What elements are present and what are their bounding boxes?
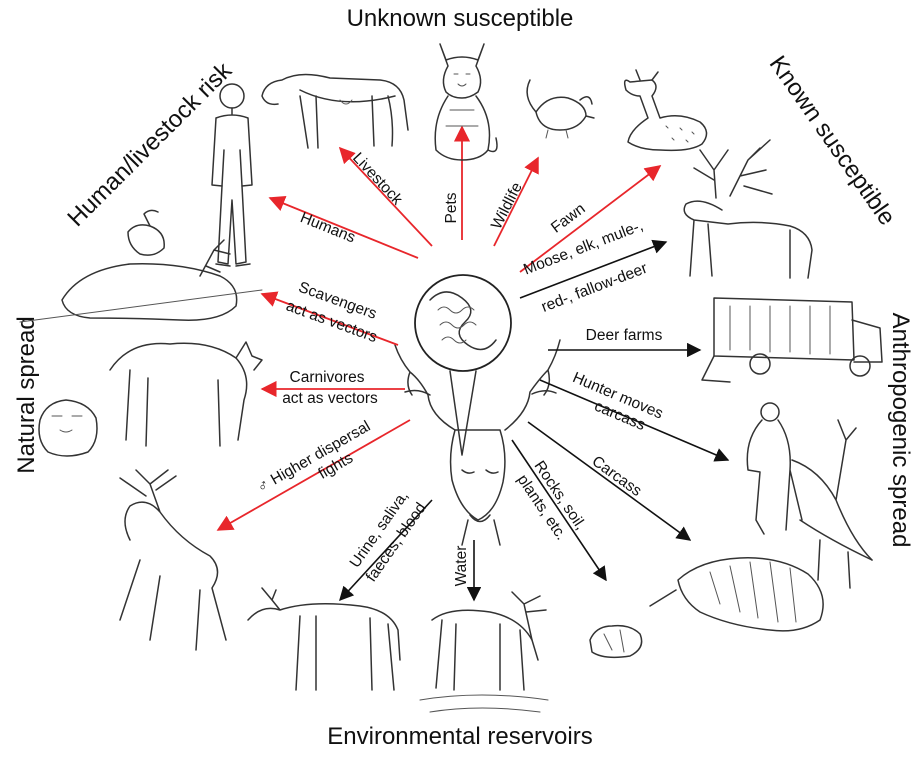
doe-icon [248, 588, 400, 690]
prion-icon [415, 275, 511, 455]
mouse-icon [527, 80, 594, 138]
cow-icon [262, 74, 408, 148]
label-pets: Pets [443, 192, 460, 223]
human-icon [212, 84, 252, 266]
elk-icon [684, 140, 812, 278]
title-human-livestock-risk: Human/livestock risk [62, 57, 237, 232]
trailer-icon [702, 298, 882, 382]
hunter-icon [747, 403, 872, 588]
drinking-deer-icon [420, 592, 548, 712]
scavenged-carcass-icon [20, 240, 262, 322]
label-carnivores-line2: act as vectors [282, 390, 378, 407]
label-fawn: Fawn [548, 200, 589, 236]
running-deer-icon [120, 470, 226, 650]
eagle-icon [128, 210, 164, 255]
title-known-susceptible: Known susceptible [764, 51, 901, 230]
label-carcass: Carcass [589, 453, 645, 500]
title-natural-spread: Natural spread [13, 316, 40, 473]
rock-icon [590, 626, 642, 658]
title-anthropogenic-spread: Anthropogenic spread [887, 313, 914, 548]
carcass-icon [650, 558, 823, 631]
label-livestock: Livestock [349, 150, 406, 209]
title-unknown-susceptible: Unknown susceptible [347, 5, 574, 32]
label-humans: Humans [298, 209, 358, 246]
label-wildlife: Wildlife [488, 180, 526, 232]
wolf-icon [110, 342, 262, 446]
label-deer-farms: Deer farms [586, 327, 663, 344]
label-dispersal-line1: ♂ Higher dispersal [254, 418, 373, 497]
cat-icon [435, 44, 497, 160]
raccoon-icon [39, 400, 97, 456]
title-environmental-reservoirs: Environmental reservoirs [327, 723, 592, 750]
label-moose-line2: red-, fallow-deer [539, 260, 650, 316]
label-carnivores-line1: Carnivores [290, 369, 365, 386]
fawn-icon [625, 70, 707, 150]
label-water: Water [453, 546, 470, 587]
